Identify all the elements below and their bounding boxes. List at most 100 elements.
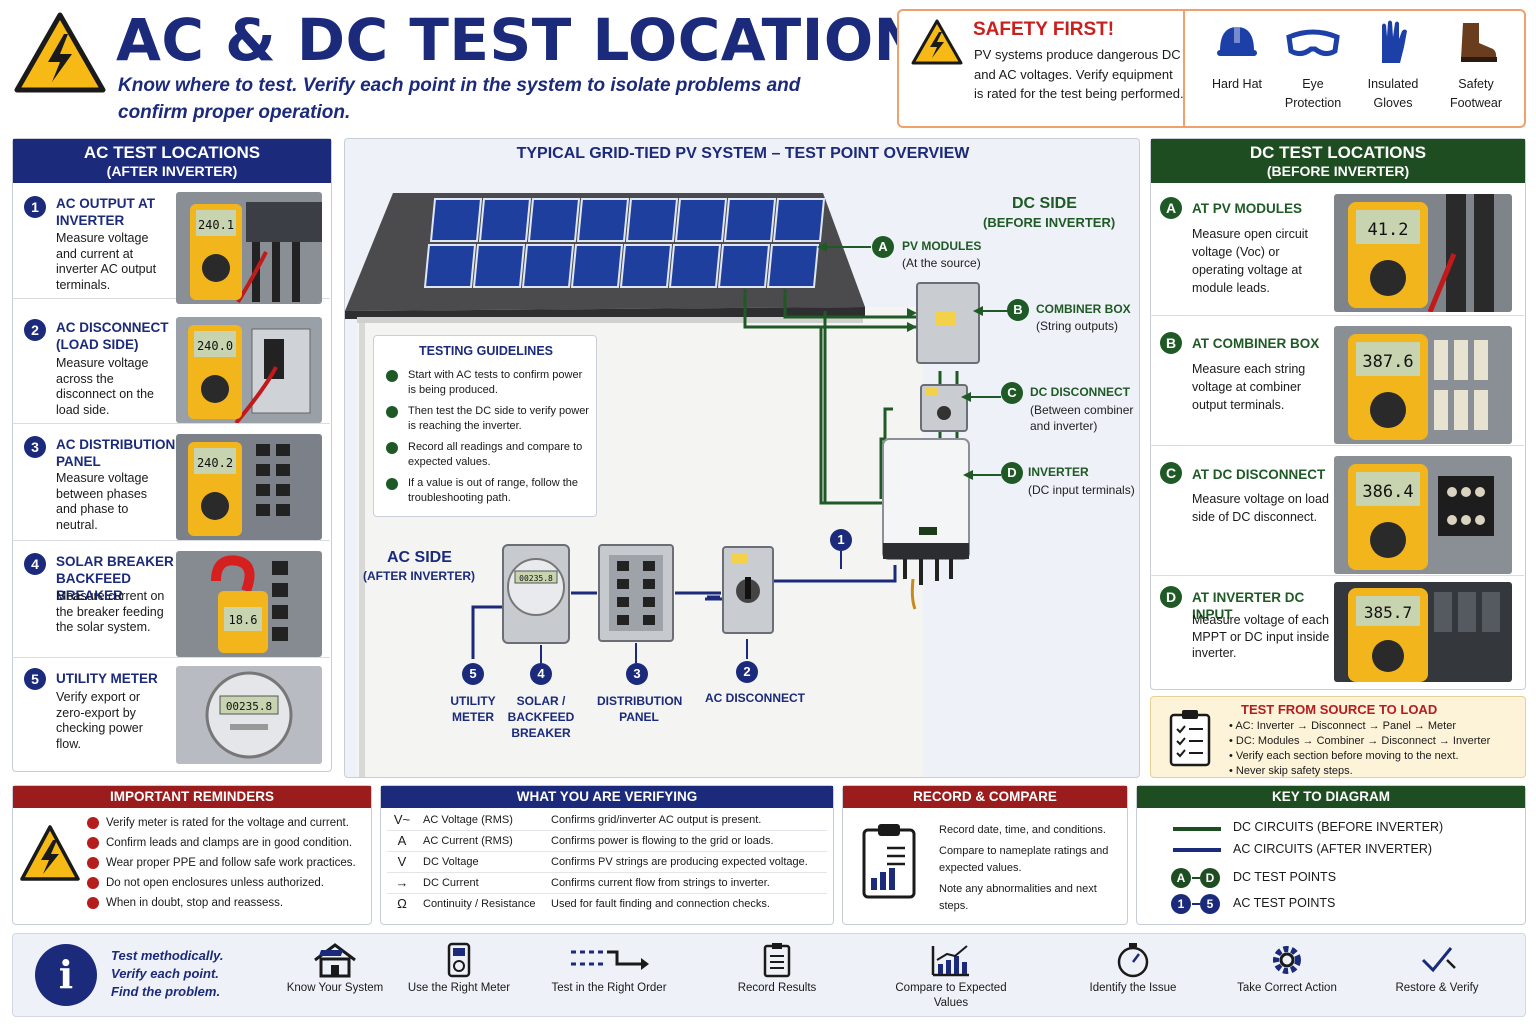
svg-text:240.2: 240.2 bbox=[197, 456, 233, 470]
ac-item-4: 4 SOLAR BREAKER / BACKFEED BREAKER Measu… bbox=[12, 541, 330, 658]
verify-row: → DC Current Confirms current flow from … bbox=[387, 873, 827, 894]
multimeter-photo: 386.4 bbox=[1334, 456, 1512, 574]
solar-module bbox=[521, 244, 575, 288]
step-test-right-order: Test in the Right Order bbox=[549, 942, 669, 996]
source-to-load-list: AC: Inverter → Disconnect → Panel → Mete… bbox=[1229, 719, 1490, 779]
dc-side-sublabel: (BEFORE INVERTER) bbox=[983, 215, 1116, 230]
ac-point-5: 5 bbox=[462, 663, 484, 685]
utility-meter-photo: 00235.8 bbox=[176, 666, 322, 764]
footer-message: Test methodically. Verify each point. Fi… bbox=[111, 948, 224, 999]
dash bbox=[1192, 877, 1200, 879]
ppe-insulated-gloves: Insulated Gloves bbox=[1353, 19, 1433, 113]
svg-text:385.7: 385.7 bbox=[1364, 603, 1412, 622]
sequence-icon bbox=[571, 950, 649, 970]
dc-side-label: DC SIDE bbox=[1012, 195, 1077, 212]
diagram-title: TYPICAL GRID-TIED PV SYSTEM – TEST POINT… bbox=[516, 145, 970, 162]
multimeter-photo: 240.2 bbox=[176, 434, 322, 540]
ac-point-2: 2 bbox=[736, 661, 758, 683]
svg-text:00235.8: 00235.8 bbox=[226, 700, 272, 713]
dc-item-a: A AT PV MODULES Measure open circuit vol… bbox=[1150, 188, 1524, 316]
footer-bar: i Test methodically. Verify each point. … bbox=[12, 933, 1526, 1017]
safety-text: PV systems produce dangerous DC and AC v… bbox=[974, 47, 1184, 101]
step-compare-expected: Compare to Expected Values bbox=[891, 942, 1011, 1011]
ac-point-3: 3 bbox=[626, 663, 648, 685]
ac-item-2: 2 AC DISCONNECT (LOAD SIDE) Measure volt… bbox=[12, 307, 330, 424]
ac-side-sublabel: (AFTER INVERTER) bbox=[363, 569, 475, 583]
page-subtitle: Know where to test. Verify each point in… bbox=[118, 75, 801, 123]
ac-number-badge: 5 bbox=[24, 668, 46, 690]
check-icon bbox=[386, 478, 398, 490]
key-ac-1: 1 bbox=[1171, 894, 1191, 914]
info-icon: i bbox=[35, 944, 97, 1006]
dc-letter-badge: A bbox=[1160, 197, 1182, 219]
clamp-meter-photo: 18.6 bbox=[176, 551, 322, 657]
check-icon bbox=[1421, 947, 1456, 973]
divider bbox=[1183, 11, 1185, 126]
svg-text:387.6: 387.6 bbox=[1362, 352, 1413, 372]
ac-point-4: 4 bbox=[530, 663, 552, 685]
key-dc-a: A bbox=[1171, 868, 1191, 888]
clipboard-icon bbox=[763, 943, 791, 978]
dash bbox=[1192, 903, 1200, 905]
glove-icon bbox=[1382, 20, 1407, 63]
dc-voltage-icon: V bbox=[397, 854, 407, 869]
house-icon bbox=[314, 943, 356, 978]
system-overview-diagram: TYPICAL GRID-TIED PV SYSTEM – TEST POINT… bbox=[344, 138, 1140, 778]
solar-module bbox=[766, 244, 820, 288]
ac-point-1: 1 bbox=[830, 529, 852, 551]
dc-letter-badge: B bbox=[1160, 332, 1182, 354]
check-icon bbox=[87, 877, 99, 889]
dc-point-a: A bbox=[872, 236, 894, 258]
safety-title: SAFETY FIRST! bbox=[973, 19, 1115, 40]
verify-row: V~ AC Voltage (RMS) Confirms grid/invert… bbox=[387, 810, 827, 831]
meter-icon bbox=[447, 942, 471, 978]
solar-module bbox=[619, 244, 673, 288]
dc-letter-badge: C bbox=[1160, 462, 1182, 484]
check-icon bbox=[87, 837, 99, 849]
solar-module bbox=[570, 244, 624, 288]
svg-text:18.6: 18.6 bbox=[229, 613, 258, 627]
dc-panel-header: DC TEST LOCATIONS (BEFORE INVERTER) bbox=[1151, 139, 1525, 183]
solar-module bbox=[674, 198, 728, 242]
multimeter-photo: 240.1 bbox=[176, 192, 322, 304]
verify-row: A AC Current (RMS) Confirms power is flo… bbox=[387, 831, 827, 852]
ppe-safety-footwear: Safety Footwear bbox=[1436, 19, 1516, 113]
multimeter-photo: 387.6 bbox=[1334, 326, 1512, 444]
solar-module bbox=[625, 198, 679, 242]
dc-point-b: B bbox=[1007, 299, 1029, 321]
key-dc-d: D bbox=[1200, 868, 1220, 888]
solar-module bbox=[723, 198, 777, 242]
page-title: AC & DC TEST LOCATIONS bbox=[116, 6, 965, 74]
solar-module bbox=[472, 244, 526, 288]
solar-array bbox=[423, 198, 826, 288]
svg-text:240.1: 240.1 bbox=[198, 218, 234, 232]
ac-item-5: 5 UTILITY METER Verify export or zero-ex… bbox=[12, 658, 330, 770]
testing-guidelines-box: TESTING GUIDELINES Start with AC tests t… bbox=[373, 335, 597, 517]
dc-item-b: B AT COMBINER BOX Measure each string vo… bbox=[1150, 318, 1524, 446]
ac-line-swatch bbox=[1173, 848, 1221, 852]
ac-panel-header: AC TEST LOCATIONS (AFTER INVERTER) bbox=[13, 139, 331, 183]
stopwatch-icon bbox=[1117, 943, 1149, 978]
boot-icon bbox=[1461, 23, 1497, 62]
check-icon bbox=[87, 897, 99, 909]
svg-text:00235.8: 00235.8 bbox=[519, 574, 553, 583]
ac-number-badge: 3 bbox=[24, 436, 46, 458]
record-list: Record date, time, and conditions. Compa… bbox=[939, 824, 1109, 912]
multimeter-photo: 385.7 bbox=[1334, 582, 1512, 682]
dc-point-d: D bbox=[1001, 462, 1023, 484]
verify-row: V DC Voltage Confirms PV strings are pro… bbox=[387, 852, 827, 873]
step-record-results: Record Results bbox=[717, 942, 837, 996]
key-ac-5: 5 bbox=[1200, 894, 1220, 914]
svg-text:386.4: 386.4 bbox=[1362, 482, 1413, 502]
ac-item-1: 1 AC OUTPUT AT INVERTER Measure voltage … bbox=[12, 182, 330, 304]
clipboard-checklist-icon bbox=[1169, 710, 1211, 767]
solar-module bbox=[423, 244, 477, 288]
solar-module bbox=[717, 244, 771, 288]
ac-number-badge: 4 bbox=[24, 553, 46, 575]
svg-text:240.0: 240.0 bbox=[197, 339, 233, 353]
svg-text:41.2: 41.2 bbox=[1368, 220, 1409, 240]
ac-current-icon: A bbox=[397, 833, 407, 848]
goggles-icon bbox=[1286, 29, 1340, 57]
dc-line-swatch bbox=[1173, 827, 1221, 831]
dc-current-icon: → bbox=[395, 875, 409, 890]
